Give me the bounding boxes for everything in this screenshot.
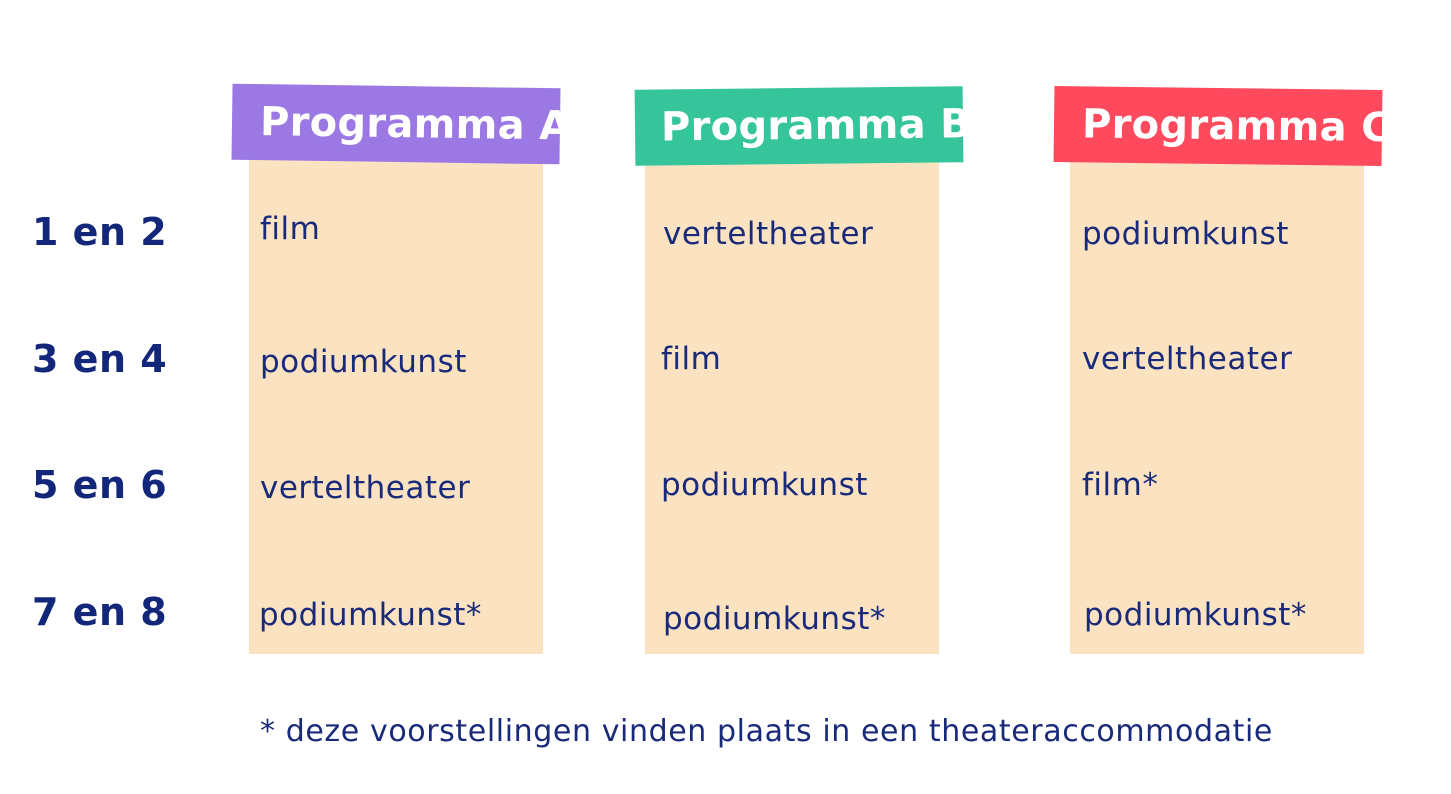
programma-b-header: Programma B <box>634 86 971 166</box>
programma-a-header: Programma A <box>231 83 571 165</box>
programma-a-column <box>249 150 543 654</box>
programma-c-cell-1: podiumkunst <box>1082 216 1289 252</box>
programma-b-cell-2: film <box>661 341 722 377</box>
programma-a-cell-3: verteltheater <box>260 470 471 506</box>
row-label-1-2: 1 en 2 <box>32 210 168 254</box>
programma-a-cell-2: podiumkunst <box>260 344 467 380</box>
programma-b-cell-3: podiumkunst <box>661 467 868 503</box>
programma-c-cell-2: verteltheater <box>1082 341 1293 377</box>
row-label-5-6: 5 en 6 <box>32 463 168 507</box>
programma-c-header: Programma C <box>1053 85 1391 167</box>
programma-a-cell-1: film <box>260 211 321 247</box>
row-label-3-4: 3 en 4 <box>32 337 168 381</box>
programma-b-column <box>645 150 939 654</box>
programma-c-column <box>1070 150 1364 654</box>
footnote: * deze voorstellingen vinden plaats in e… <box>260 714 1273 749</box>
programma-b-cell-4: podiumkunst* <box>663 601 886 637</box>
programma-a-cell-4: podiumkunst* <box>259 597 482 633</box>
programma-c-cell-3: film* <box>1082 467 1159 503</box>
row-label-7-8: 7 en 8 <box>32 590 168 634</box>
programma-c-cell-4: podiumkunst* <box>1084 597 1307 633</box>
programma-b-cell-1: verteltheater <box>663 216 874 252</box>
